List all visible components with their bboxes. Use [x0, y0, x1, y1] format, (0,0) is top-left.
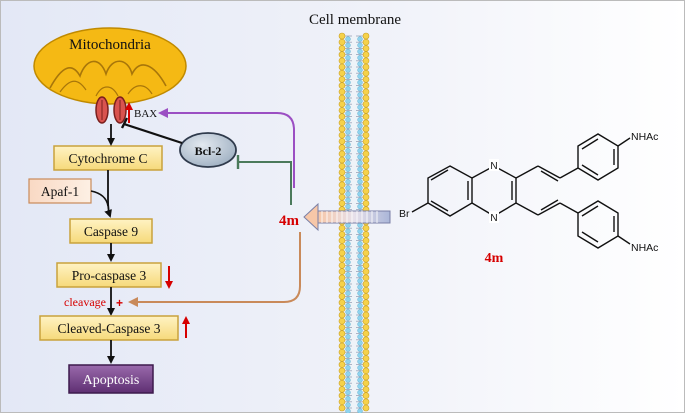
cleavage-label: cleavage [64, 295, 106, 309]
caspase9-box [69, 218, 153, 244]
n-label-bg-bottom [489, 211, 499, 223]
bax-activation-arrow [158, 108, 295, 188]
mitochondria: Mitochondria [33, 27, 187, 105]
cleaved-caspase3-box [39, 315, 179, 341]
bcl2-inhibit-bax [123, 122, 183, 145]
cytochrome-c-label: Cytochrome C [68, 151, 147, 166]
apoptosis-label: Apoptosis [83, 373, 140, 388]
compound-4m-label: 4m [279, 213, 300, 229]
compound-name-label: 4m [485, 251, 504, 266]
pro-caspase3-label: Pro-caspase 3 [72, 268, 147, 283]
cleaved-caspase3-label: Cleaved-Caspase 3 [57, 321, 160, 336]
apaf1-join-arrow [90, 190, 109, 207]
cleavage-plus: + [116, 296, 123, 310]
bcl2-inhibit-bar [120, 117, 129, 129]
cleavage-promotion-arrow [128, 232, 301, 307]
membrane-label: Cell membrane [309, 12, 401, 28]
nhac-top-label: NHAc [631, 131, 658, 143]
apoptosis-box [68, 364, 154, 394]
cytochrome-c-box [53, 145, 163, 171]
bcl2-inhibition-line [239, 161, 292, 205]
caspase9-label: Caspase 9 [84, 224, 139, 239]
nhac-bottom-label: NHAc [631, 242, 658, 254]
bax-label: BAX [134, 108, 157, 120]
bcl2-node [179, 132, 237, 168]
br-label: Br [399, 208, 410, 220]
mitochondria-label: Mitochondria [69, 37, 151, 53]
ring-n-top-label: N [490, 161, 497, 172]
apaf1-label: Apaf-1 [41, 184, 79, 199]
cytc-to-casp9-arrow [104, 170, 112, 218]
bcl2-label: Bcl-2 [195, 144, 222, 158]
ring-n-bottom-label: N [490, 213, 497, 224]
n-label-bg-top [489, 159, 499, 171]
pro-caspase3-box [56, 262, 162, 288]
compound-entry-arrow [303, 202, 391, 232]
bax-channel [95, 96, 127, 124]
